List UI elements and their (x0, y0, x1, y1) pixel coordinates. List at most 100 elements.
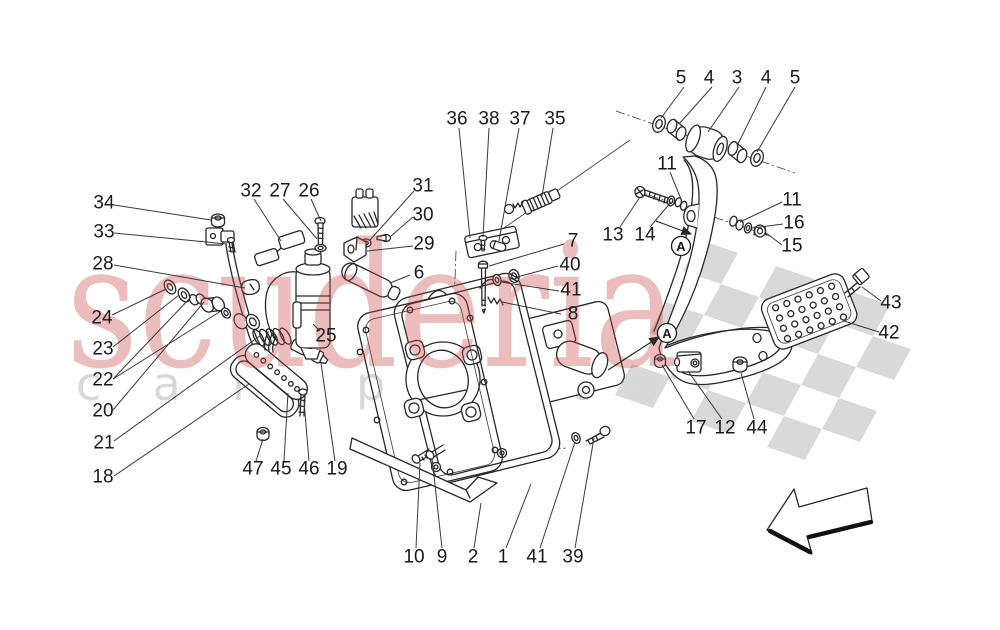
leader-line (312, 323, 321, 332)
part-label-3: 3 (732, 68, 743, 89)
bolt-30 (376, 233, 392, 243)
throttle-sensor-drawing (254, 188, 392, 360)
leader-line (751, 223, 784, 229)
bracket-29 (343, 236, 367, 263)
part-label-41: 41 (560, 280, 581, 301)
nut-34 (210, 213, 226, 228)
leader-line (574, 437, 595, 549)
leader-line (366, 245, 414, 252)
leader-line (113, 204, 212, 221)
flag-cell (801, 354, 856, 398)
leader-line (482, 127, 490, 238)
part-label-12: 12 (714, 418, 735, 439)
red-watermark: scuderia (66, 206, 678, 407)
leader-line (488, 243, 565, 267)
watermark-brand: scuderia (66, 206, 678, 407)
leader-line (619, 196, 641, 228)
sensor-wire (264, 271, 298, 339)
part-label-6: 6 (414, 263, 425, 284)
bent-bar (349, 437, 498, 503)
link-32 (254, 230, 306, 267)
leader-line (687, 370, 723, 420)
part-label-8: 8 (568, 304, 579, 325)
part-label-4: 4 (704, 68, 715, 89)
part-label-47: 47 (242, 459, 263, 480)
wire-bundle (263, 331, 277, 353)
flag-cell (746, 372, 801, 416)
part-label-33: 33 (93, 222, 114, 243)
leader-line (740, 372, 755, 420)
leader-line (765, 232, 783, 246)
part-label-15: 15 (781, 236, 802, 257)
part-label-11: 11 (657, 154, 677, 175)
leader-line (473, 502, 482, 549)
part-label-5: 5 (676, 68, 687, 89)
pivot-bushings (652, 115, 764, 167)
view-ref-circle (670, 235, 692, 257)
part-label-46: 46 (298, 459, 319, 480)
part-label-22: 22 (92, 370, 113, 391)
part-label-36: 36 (446, 109, 467, 130)
flag-cell (856, 336, 911, 380)
part-label-43: 43 (880, 293, 901, 314)
leader-line (431, 457, 443, 549)
connector-31 (351, 188, 379, 248)
washer-41-bolt-39 (571, 425, 611, 445)
part-label-37: 37 (509, 109, 530, 130)
gasket-holes (356, 297, 499, 486)
leader-line (310, 198, 322, 222)
flag-cell (704, 284, 759, 328)
part-label-40: 40 (559, 255, 580, 276)
view-ref-arrow (655, 220, 693, 236)
leader-line (498, 127, 520, 242)
part-label-21: 21 (93, 433, 114, 454)
part-label-5: 5 (790, 68, 801, 89)
leader-line (516, 265, 559, 278)
leader-line (649, 201, 672, 228)
part-label-19: 19 (326, 459, 347, 480)
leader-line (505, 483, 532, 549)
part-label-39: 39 (562, 547, 583, 568)
nut-15 (753, 224, 767, 238)
leader-line (255, 438, 264, 462)
part-label-34: 34 (93, 193, 115, 214)
view-ref-circle (656, 322, 678, 344)
support-plate-drawing (341, 260, 625, 503)
part-label-1: 1 (498, 547, 509, 568)
leader-line (113, 264, 246, 289)
leader-line (707, 86, 740, 133)
leader-line (112, 310, 222, 380)
leader-line (112, 301, 205, 411)
bushing-chain (163, 279, 261, 331)
part-label-13: 13 (602, 225, 623, 246)
part-label-7: 7 (568, 231, 579, 252)
part-label-27: 27 (269, 181, 290, 202)
leader-line (661, 364, 695, 420)
part-label-31: 31 (412, 176, 433, 197)
direction-arrow (766, 487, 874, 555)
bracket-33 (205, 227, 236, 253)
flag-cell (615, 364, 670, 408)
leader-line (320, 362, 336, 462)
leader-line (282, 198, 318, 240)
leader-line (541, 127, 554, 197)
flag-cell (767, 416, 822, 460)
bolt-7-stack (477, 260, 520, 314)
bolt-26-27 (314, 216, 327, 253)
leader-line (113, 232, 228, 245)
part-label-42: 42 (878, 323, 899, 344)
rod-6 (341, 262, 401, 301)
pivot-axis-line (615, 110, 796, 174)
part-label-23: 23 (92, 339, 113, 360)
part-label-32: 32 (240, 181, 261, 202)
bolt-38 (478, 234, 488, 252)
leader-line (739, 201, 783, 223)
leader-line (736, 86, 767, 147)
leader-line (111, 288, 167, 316)
view-ref-arrow (607, 336, 661, 371)
leader-line (112, 294, 180, 348)
leader-line (415, 462, 421, 549)
